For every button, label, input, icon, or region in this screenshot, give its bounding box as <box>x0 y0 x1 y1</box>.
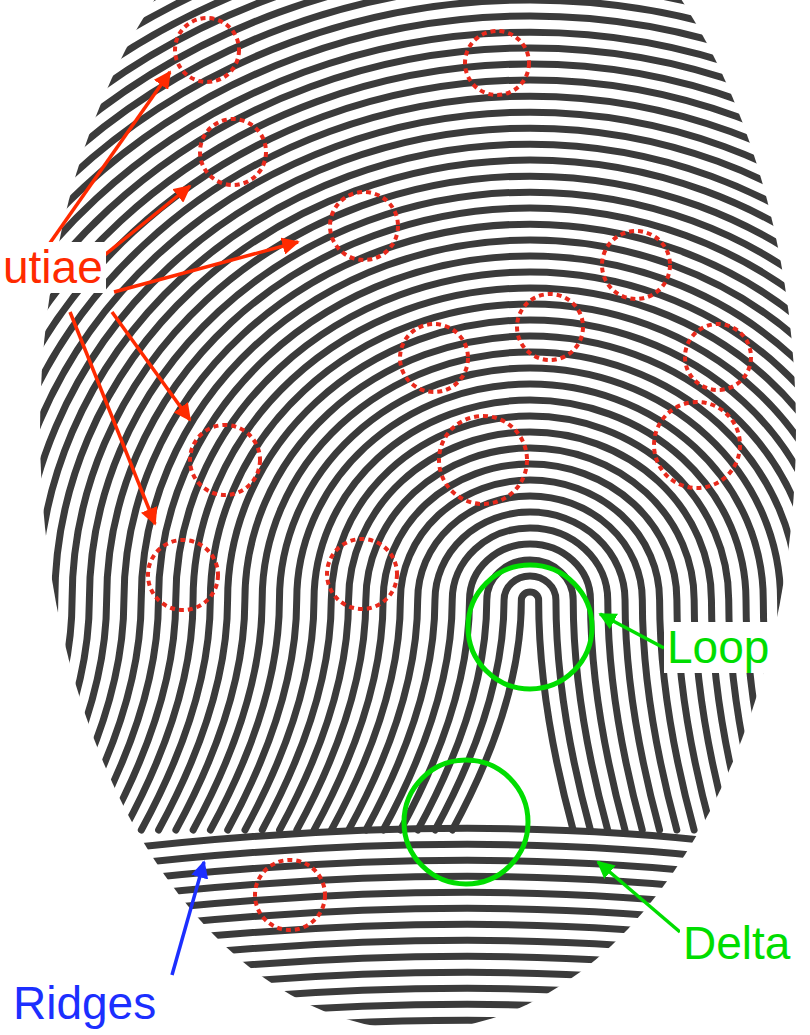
leader-arrow <box>598 862 680 932</box>
minutia-circle <box>465 31 529 95</box>
minutia-circle <box>439 416 527 504</box>
ridge-line <box>435 576 590 830</box>
ridge-line <box>0 0 810 830</box>
loop-circle <box>468 565 592 689</box>
ridge-line <box>0 0 810 830</box>
ridge-line <box>0 16 810 830</box>
ridge-line <box>89 256 810 830</box>
minutia-circle <box>654 402 740 488</box>
ridge-line <box>0 0 810 830</box>
ridge-line <box>0 0 810 830</box>
delta-circle <box>404 760 528 884</box>
minutia-circle <box>400 324 468 392</box>
ridge-line <box>0 0 810 830</box>
ridge-line <box>0 0 810 830</box>
callout-label: Loop <box>664 622 772 673</box>
leader-arrow <box>600 614 664 648</box>
ridge-line <box>107 272 810 830</box>
minutia-circle <box>517 294 583 360</box>
minutia-circle <box>175 18 239 82</box>
minutia-circle <box>327 539 397 609</box>
ridge-line <box>0 128 810 830</box>
ridge-line <box>0 0 810 830</box>
ridge-line <box>0 0 810 830</box>
callout-label: Delta <box>680 918 793 969</box>
leader-arrow <box>112 312 190 420</box>
minutiae-leaders <box>45 72 298 524</box>
minutiae-circles <box>148 18 751 930</box>
ridge-line <box>418 560 608 830</box>
ridge-line <box>0 0 810 830</box>
minutia-circle <box>330 192 398 260</box>
ridge-line <box>0 0 810 830</box>
minutia-circle <box>685 324 751 390</box>
minutia-circle <box>148 540 218 610</box>
leader-arrow <box>114 242 298 292</box>
ridge-line <box>0 0 810 830</box>
ridge-line <box>20 192 810 830</box>
ridge-line <box>0 96 810 830</box>
ridge-line <box>3 176 810 830</box>
leader-arrow <box>45 72 170 250</box>
singularity-circles <box>404 565 592 884</box>
ridge-line <box>0 0 810 830</box>
leader-arrow <box>96 186 190 262</box>
leader-arrow <box>172 862 204 975</box>
ridge-line <box>0 0 810 830</box>
ridge-line <box>210 368 810 830</box>
ridge-line <box>193 352 810 830</box>
minutia-circle <box>602 231 670 299</box>
ridge-line <box>0 0 810 830</box>
ridge-line <box>176 336 810 830</box>
ridge-line <box>0 0 810 830</box>
minutia-circle <box>190 425 260 495</box>
ridge-line <box>0 0 810 830</box>
ridge-line <box>0 80 810 830</box>
ridge-line <box>0 160 810 830</box>
callout-label: utiae <box>0 242 106 293</box>
minutia-circle <box>200 119 266 185</box>
leader-arrow <box>70 312 155 524</box>
callout-label: Ridges <box>10 978 159 1029</box>
minutia-circle <box>255 860 325 930</box>
ridge-line <box>0 0 810 830</box>
ridge-line <box>0 48 810 830</box>
ridge-line <box>0 0 810 830</box>
ridge-line <box>0 0 810 830</box>
